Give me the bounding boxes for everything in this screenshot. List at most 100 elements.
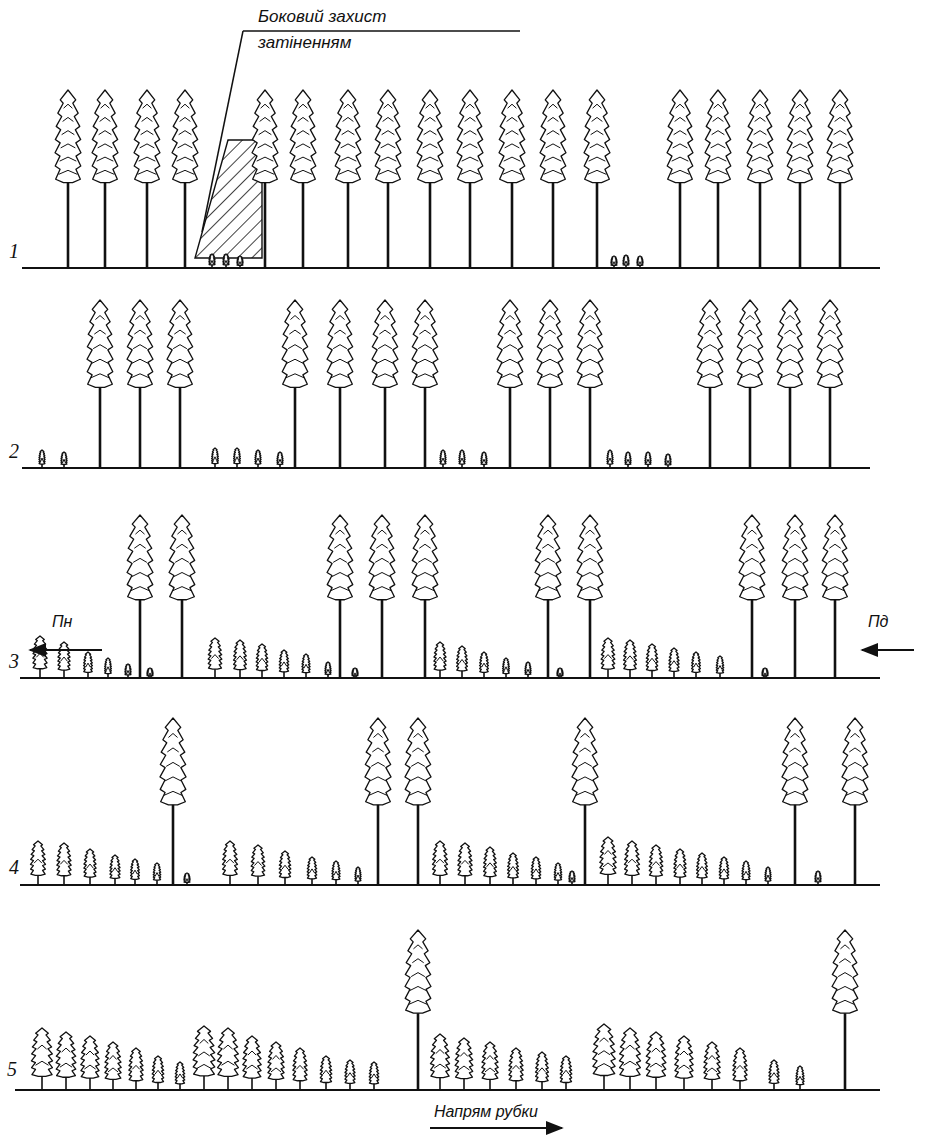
- crown-branch: [84, 1065, 95, 1069]
- crown-branch: [708, 1055, 715, 1059]
- stand-row: [22, 90, 880, 268]
- crown-branch: [132, 359, 148, 363]
- crown-branch: [482, 459, 485, 463]
- crown-branch: [381, 144, 396, 148]
- crown-branch: [297, 131, 310, 135]
- crown-branch: [604, 655, 611, 659]
- tree: [459, 450, 465, 468]
- crown-branch: [409, 1000, 427, 1004]
- crown-branch: [793, 144, 808, 148]
- tree: [84, 849, 96, 885]
- tree-crown: [815, 871, 821, 882]
- tree-crown: [369, 515, 395, 600]
- crown-branch: [172, 359, 188, 363]
- tree: [537, 300, 563, 468]
- crown-branch: [701, 374, 719, 378]
- crown-branch: [213, 457, 217, 461]
- crown-branch: [416, 587, 434, 591]
- crown-branch: [372, 748, 383, 752]
- crown-branch: [238, 262, 241, 266]
- crown-branch: [464, 131, 477, 135]
- tree: [223, 254, 229, 268]
- crown-branch: [821, 374, 839, 378]
- crown-branch: [783, 345, 797, 349]
- tree-crown: [223, 254, 229, 265]
- crown-branch: [711, 144, 726, 148]
- tree-crown: [645, 452, 651, 464]
- tree: [184, 873, 190, 885]
- tree: [243, 1036, 261, 1090]
- tree: [325, 662, 331, 678]
- crown-branch: [200, 1039, 209, 1043]
- crown-branch: [371, 762, 385, 766]
- crown-branch: [296, 144, 311, 148]
- crown-branch: [424, 131, 437, 135]
- tree-crown: [508, 853, 519, 878]
- crown-branch: [101, 104, 110, 108]
- tree-crown: [152, 1056, 164, 1083]
- crown-branch: [578, 762, 592, 766]
- tree: [209, 254, 215, 268]
- stage-number: 3: [8, 650, 20, 672]
- crown-branch: [175, 558, 189, 562]
- stage-number: 1: [8, 240, 20, 262]
- tree-crown: [277, 452, 283, 464]
- tree-crown: [531, 857, 541, 879]
- tree-crown: [705, 90, 731, 183]
- crown-branch: [581, 587, 599, 591]
- crown-branch: [126, 670, 129, 674]
- crown-branch: [763, 673, 766, 677]
- crown-branch: [374, 573, 390, 577]
- tree: [55, 90, 81, 268]
- crown-branch: [585, 530, 594, 534]
- crown-branch: [142, 117, 153, 121]
- tree: [31, 1028, 52, 1090]
- tree: [217, 1028, 238, 1090]
- crown-branch: [36, 653, 44, 657]
- crown-branch: [628, 859, 636, 863]
- tree-crown: [455, 1038, 473, 1079]
- crown-branch: [743, 345, 757, 349]
- crown-branch: [592, 117, 603, 121]
- crown-branch: [166, 762, 180, 766]
- crown-branch: [370, 777, 386, 781]
- tree-crown: [572, 718, 598, 805]
- crown-branch: [109, 1055, 116, 1059]
- crown-branch: [680, 1051, 688, 1055]
- crown-branch: [584, 544, 595, 548]
- crown-branch: [671, 170, 690, 174]
- crown-branch: [248, 1051, 256, 1055]
- crown-branch: [849, 748, 860, 752]
- tree: [593, 1024, 616, 1090]
- crown-branch: [223, 1045, 232, 1049]
- crown-branch: [35, 1061, 48, 1065]
- crown-branch: [603, 863, 613, 867]
- crown-branch: [836, 104, 845, 108]
- crown-branch: [412, 959, 423, 963]
- tree-crown: [704, 1042, 720, 1079]
- tree: [56, 1032, 76, 1090]
- tree: [417, 90, 443, 268]
- crown-branch: [177, 1074, 182, 1078]
- crown-branch: [211, 655, 218, 659]
- tree-crown: [134, 90, 160, 183]
- tree-crown: [405, 930, 431, 1013]
- tree-crown: [669, 648, 679, 671]
- crown-branch: [282, 865, 288, 869]
- crown-branch: [482, 663, 487, 667]
- crown-branch: [108, 1068, 118, 1072]
- tree-crown: [255, 450, 261, 464]
- crown-branch: [436, 859, 444, 863]
- crown-branch: [63, 117, 74, 121]
- tree: [405, 930, 431, 1090]
- crown-branch: [259, 131, 272, 135]
- crown-branch: [138, 170, 157, 174]
- crown-branch: [37, 1045, 46, 1049]
- tree-crown: [697, 300, 723, 387]
- crown-branch: [131, 374, 149, 378]
- crown-branch: [100, 117, 111, 121]
- tree-crown: [637, 256, 643, 265]
- tree-crown: [611, 256, 617, 265]
- tree-crown: [554, 863, 562, 880]
- tree-crown: [697, 853, 708, 878]
